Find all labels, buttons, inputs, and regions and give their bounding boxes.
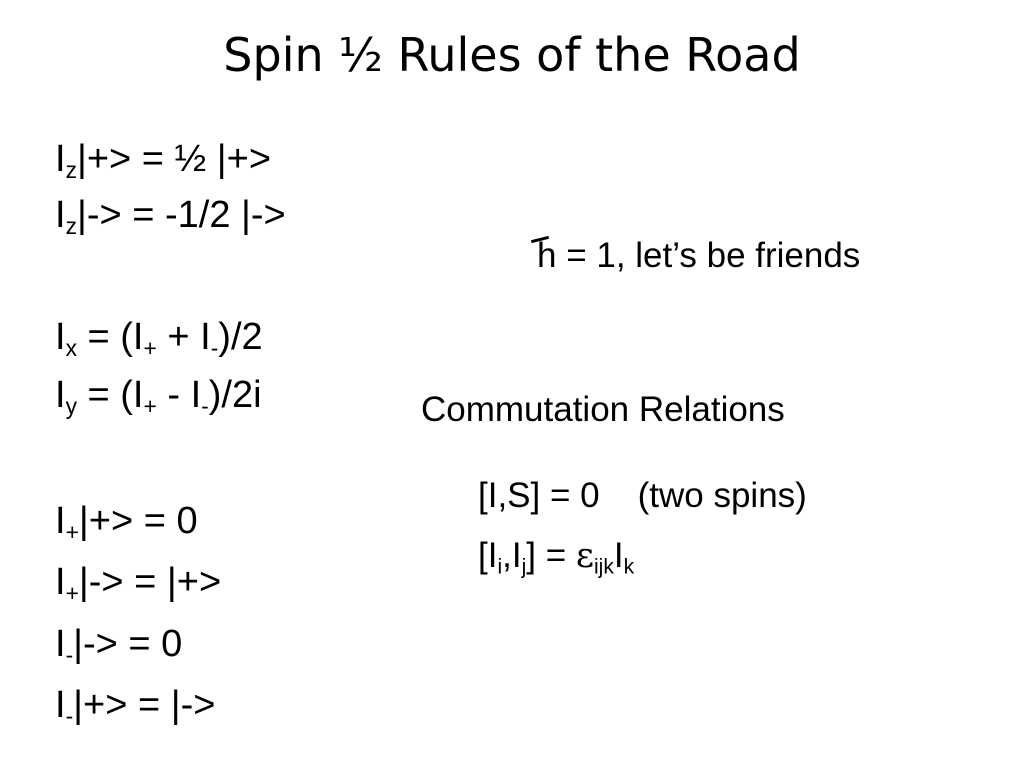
relation-part: [I — [478, 536, 498, 575]
operator-symbol: I — [55, 500, 66, 542]
equation-part: = (I — [76, 316, 144, 358]
commutation-relation-two-spins: [I,S] = 0 (two spins) — [478, 478, 807, 513]
subscript: j — [521, 555, 527, 579]
commutation-relation-levi-civita: [Ii,Ij] = εijkIk — [478, 536, 634, 577]
iminus-on-plus-equation: I-|+> = |-> — [55, 684, 216, 727]
relation-part: ,I — [502, 536, 522, 575]
operator-symbol: I — [55, 623, 66, 665]
subscript: k — [623, 555, 635, 579]
subscript: - — [65, 641, 74, 668]
hbar-symbol: h — [530, 235, 557, 275]
subscript: - — [201, 392, 209, 419]
equation-part: - I — [156, 374, 202, 416]
relation-main: [I,S] = 0 — [478, 476, 600, 515]
slide-title: Spin ½ Rules of the Road — [223, 28, 801, 82]
subscript: - — [65, 702, 74, 729]
equation-rhs: |-> = |+> — [78, 561, 222, 603]
commutation-heading: Commutation Relations — [421, 390, 785, 429]
equation-part: = (I — [76, 374, 144, 416]
equation-rhs: |+> = ½ |+> — [76, 138, 272, 180]
ix-equation: Ix = (I+ + I-)/2 — [55, 316, 263, 359]
operator-symbol: I — [55, 316, 66, 358]
subscript: y — [65, 392, 77, 419]
epsilon-symbol: ε — [575, 536, 595, 576]
equation-rhs: |-> = -1/2 |-> — [76, 194, 286, 236]
subscript: + — [143, 392, 157, 419]
hbar-letter: h — [537, 236, 557, 275]
operator-symbol: I — [55, 561, 66, 603]
subscript: i — [497, 555, 503, 579]
subscript: x — [65, 334, 77, 361]
relation-part: ] = — [526, 536, 576, 575]
relation-part: I — [613, 536, 624, 575]
equation-part: )/2 — [218, 316, 263, 358]
iy-equation: Iy = (I+ - I-)/2i — [55, 374, 262, 417]
operator-symbol: I — [55, 684, 66, 726]
relation-note: (two spins) — [637, 476, 807, 515]
subscript: + — [143, 334, 157, 361]
equation-rhs: |+> = |-> — [73, 684, 216, 726]
equation-part: )/2i — [208, 374, 262, 416]
subscript: + — [65, 579, 79, 606]
operator-symbol: I — [55, 194, 66, 236]
hbar-note: h = 1, let’s be friends — [530, 235, 861, 275]
subscript: z — [65, 212, 77, 239]
iplus-on-minus-equation: I+|-> = |+> — [55, 561, 222, 604]
subscript: z — [65, 156, 77, 183]
operator-symbol: I — [55, 138, 66, 180]
iz-plus-equation: Iz|+> = ½ |+> — [55, 138, 272, 181]
subscript: + — [65, 518, 79, 545]
equation-rhs: |+> = 0 — [78, 500, 198, 542]
hbar-text: = 1, let’s be friends — [556, 236, 861, 275]
operator-symbol: I — [55, 374, 66, 416]
iminus-on-minus-equation: I-|-> = 0 — [55, 623, 183, 666]
iplus-on-plus-equation: I+|+> = 0 — [55, 500, 198, 543]
subscript: - — [210, 334, 219, 361]
subscript: ijk — [594, 555, 614, 579]
equation-rhs: |-> = 0 — [73, 623, 183, 665]
equation-part: + I — [156, 316, 211, 358]
iz-minus-equation: Iz|-> = -1/2 |-> — [55, 194, 286, 237]
